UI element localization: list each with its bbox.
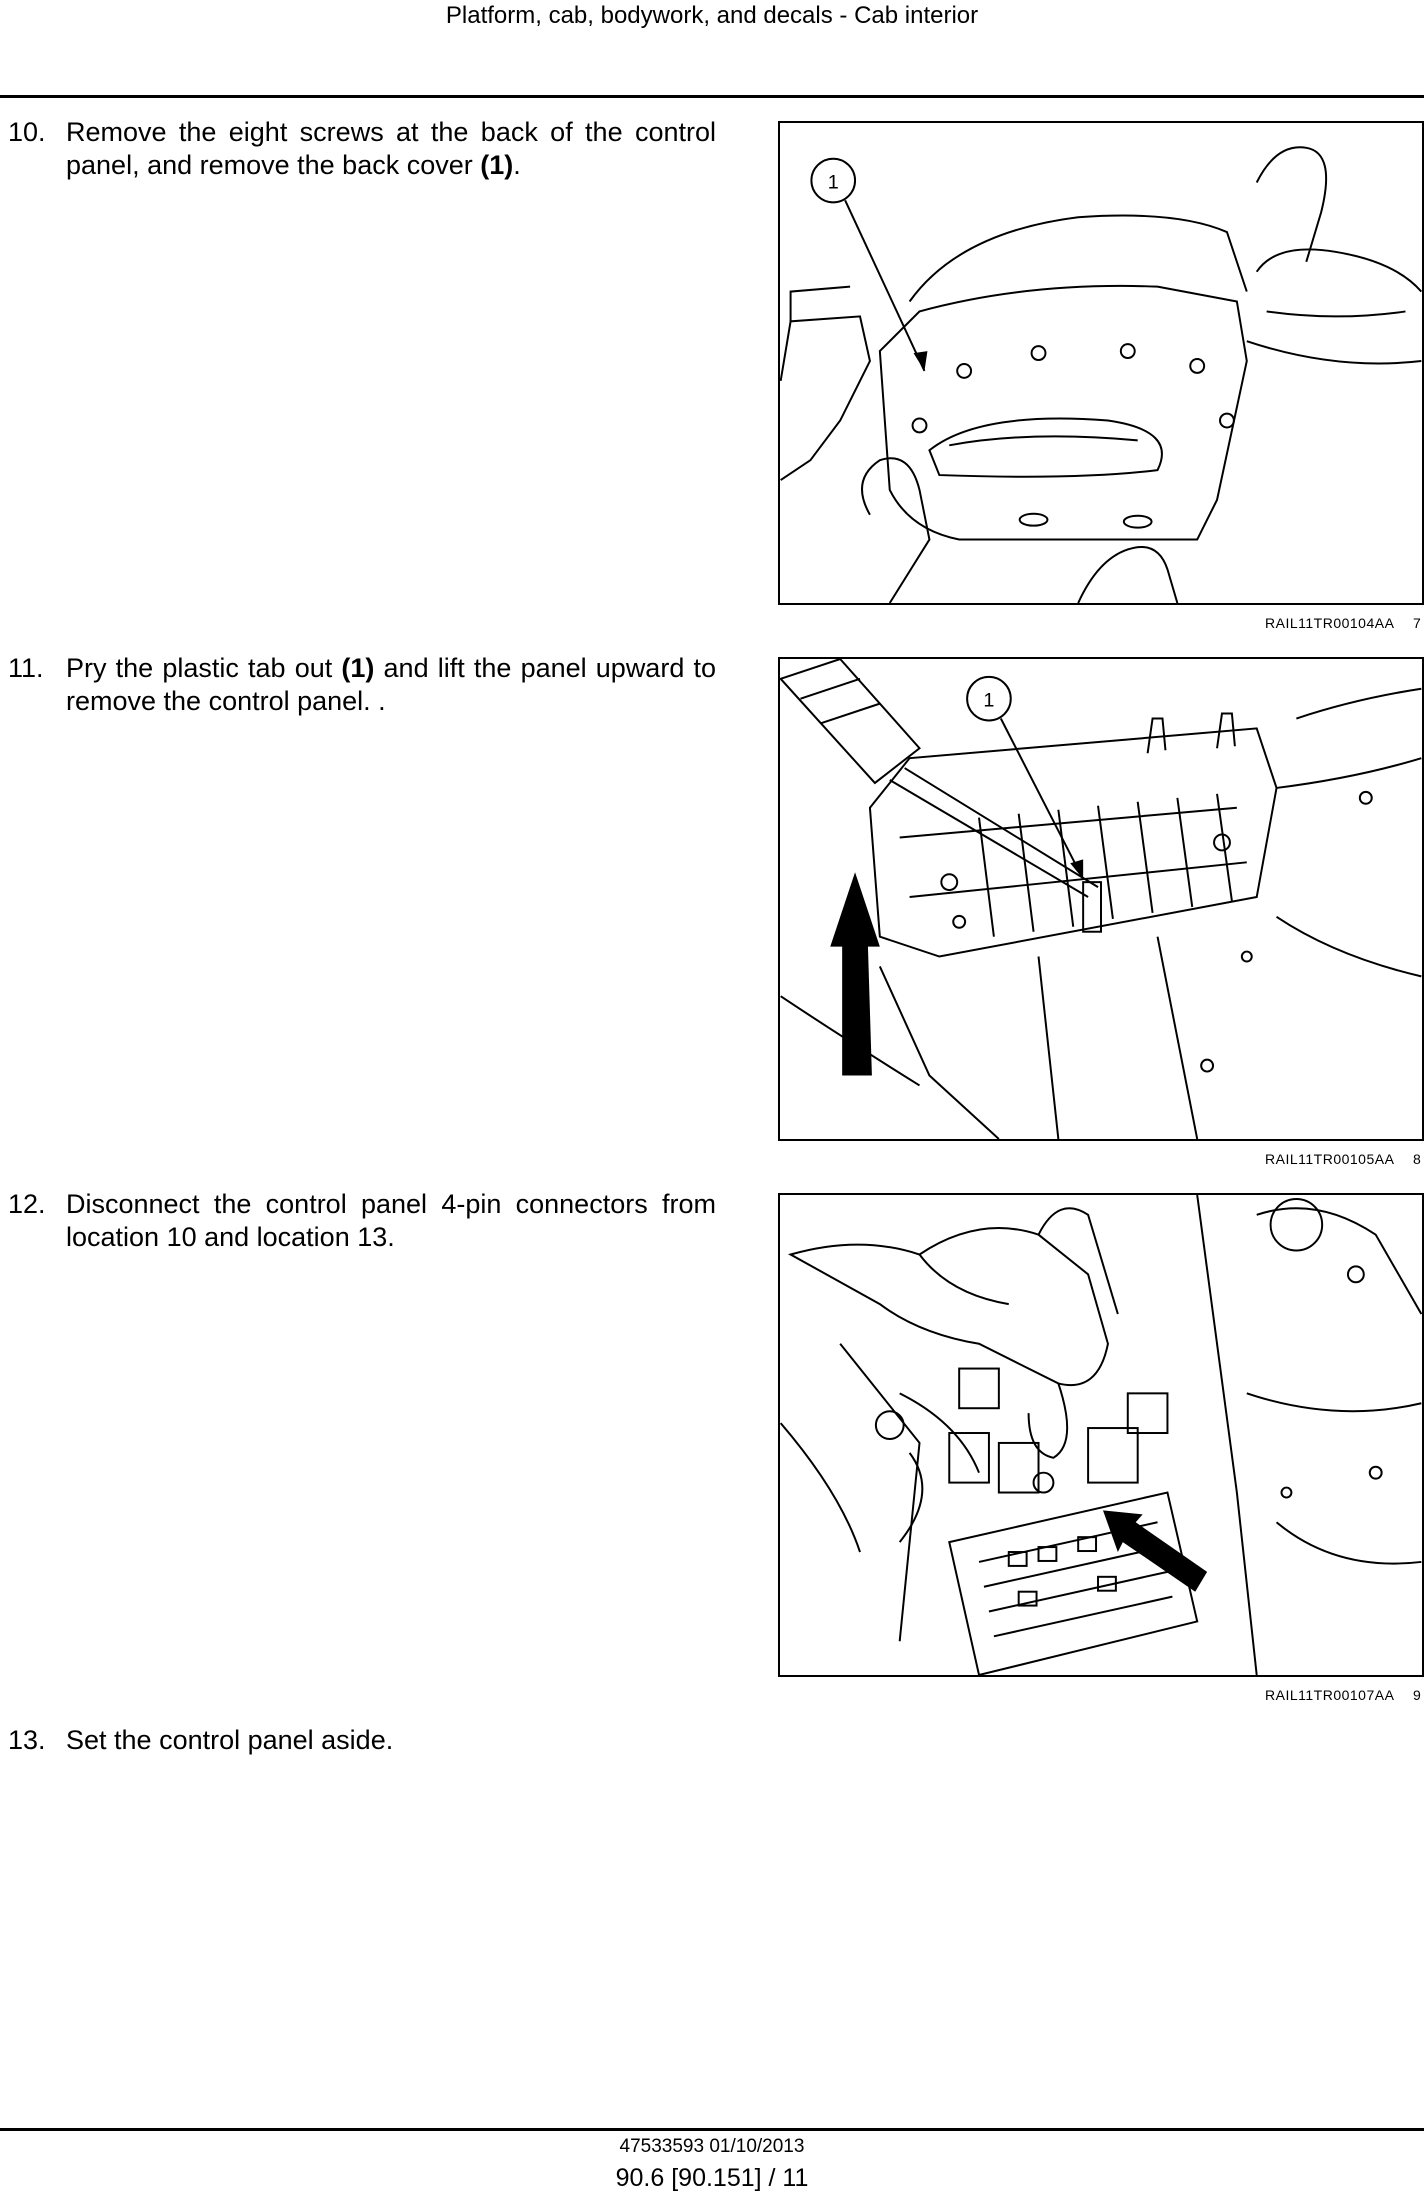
callout-circle — [810, 157, 857, 204]
pry-plastic-tab-drawing: 1 — [780, 659, 1422, 1139]
disconnect-connectors-drawing — [780, 1195, 1422, 1675]
page-header-title: Platform, cab, bodywork, and decals - Ca… — [445, 2, 979, 29]
figure-number: 9 — [1413, 1687, 1422, 1703]
figure-number: 8 — [1413, 1151, 1422, 1167]
step-number: 11. — [8, 653, 44, 683]
step-text: Disconnect the control panel 4-pin conne… — [66, 1189, 716, 1252]
control-panel-back-cover-drawing: 1 — [780, 146, 1422, 603]
callout-reference: (1) — [341, 653, 375, 683]
step-10: 10. Remove the eight screws at the back … — [8, 116, 716, 182]
callout-label: 1 — [828, 171, 839, 193]
callout-reference: (1) — [480, 150, 514, 180]
figure-7-illustration: 1 — [778, 121, 1424, 605]
header-rule — [0, 95, 1424, 98]
step-text: Set the control panel aside. — [66, 1725, 394, 1755]
figure-8-illustration: 1 — [778, 657, 1424, 1141]
footer-rule — [0, 2128, 1424, 2131]
step-13: 13. Set the control panel aside. — [8, 1724, 716, 1757]
step-text: Pry the plastic tab out (1) and lift the… — [66, 653, 717, 716]
figure-9-illustration — [778, 1193, 1424, 1677]
figure-reference: RAIL11TR00104AA — [1265, 615, 1395, 631]
step-number: 10. — [8, 117, 46, 147]
figure-number: 7 — [1413, 615, 1422, 631]
figure-reference: RAIL11TR00107AA — [1265, 1687, 1395, 1703]
step-number: 12. — [8, 1189, 46, 1219]
figure-reference: RAIL11TR00105AA — [1265, 1151, 1395, 1167]
callout-label: 1 — [983, 690, 994, 712]
callout-circle — [966, 675, 1012, 722]
step-number: 13. — [8, 1725, 46, 1755]
step-text: Remove the eight screws at the back of t… — [66, 117, 716, 180]
step-11: 11. Pry the plastic tab out (1) and lift… — [8, 652, 716, 718]
footer-page-number: 90.6 [90.151] / 11 — [615, 2164, 809, 2192]
footer-document-id: 47533593 01/10/2013 — [619, 2136, 805, 2157]
step-12: 12. Disconnect the control panel 4-pin c… — [8, 1188, 716, 1254]
